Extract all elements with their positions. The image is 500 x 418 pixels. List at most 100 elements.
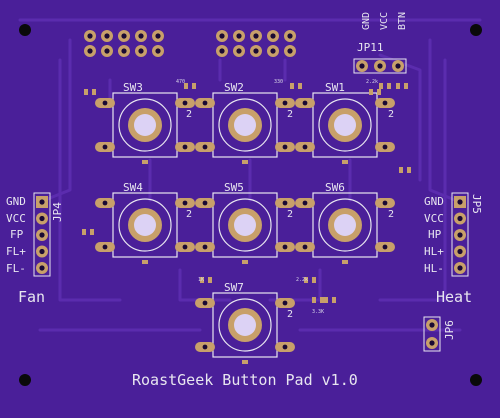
mounting-holes — [19, 24, 482, 386]
header-pad — [454, 212, 466, 225]
header-pad — [267, 30, 279, 42]
jp11-pin-btn: BTN — [397, 11, 408, 30]
switch-leg-hole — [302, 100, 308, 106]
switch-ring — [218, 298, 272, 352]
smd-component — [200, 277, 212, 283]
switch-leg-hole — [202, 200, 208, 206]
switch-leg-hole — [282, 300, 288, 306]
switch-leg-hole — [202, 300, 208, 306]
switch-leg-hole — [102, 100, 108, 106]
jp11-label: JP11 — [357, 41, 384, 54]
tactile-switch — [195, 92, 295, 164]
switch-ring — [318, 98, 372, 152]
switch-leg-hole — [102, 144, 108, 150]
switch-label-sw5: SW5 — [224, 181, 244, 194]
copper-traces — [18, 18, 482, 332]
smd-component — [184, 83, 196, 89]
switch-leg-hole — [282, 100, 288, 106]
switch-leg-hole — [182, 100, 188, 106]
switch-outline — [312, 192, 378, 258]
pin-marker: 2 — [287, 309, 294, 320]
header-pad — [36, 229, 48, 241]
smd-component — [304, 277, 316, 283]
header-pad — [233, 30, 245, 42]
header-pad — [118, 30, 130, 42]
jp5-pin-hp: HP — [428, 228, 442, 241]
switch-leg-hole — [302, 244, 308, 250]
jp6-outline — [423, 316, 441, 352]
header-pad — [36, 262, 48, 274]
pin-marker: 2 — [388, 209, 395, 220]
smd-pad — [342, 260, 348, 264]
resistor-value: 2.2k — [366, 79, 379, 85]
jp5-pin-hl-plus: HL+ — [424, 245, 444, 258]
switch-actuator — [134, 214, 156, 236]
jp4-outline — [33, 192, 51, 277]
switch-ring — [118, 198, 172, 252]
header-pad — [101, 45, 113, 57]
smd-pad — [142, 160, 148, 164]
switch-leg-hole — [382, 144, 388, 150]
tactile-switch — [195, 192, 295, 264]
switch-label-sw1: SW1 — [325, 81, 345, 94]
switch-leg-hole — [202, 344, 208, 350]
fan-group-label: Fan — [18, 288, 46, 306]
switch-leg-hole — [102, 244, 108, 250]
header-pad — [84, 45, 96, 57]
resistor-value: 1K — [198, 277, 205, 283]
switch-outline — [112, 92, 178, 158]
switch-leg-hole — [282, 344, 288, 350]
switch-leg-hole — [382, 200, 388, 206]
switch-leg-hole — [302, 200, 308, 206]
smd-component — [324, 297, 336, 303]
header-pad — [454, 196, 466, 208]
header-pad — [267, 45, 279, 57]
jp4-pin-fl-minus: FL- — [6, 262, 26, 275]
header-pad — [84, 30, 96, 42]
smd-component — [396, 83, 408, 89]
header-pad — [426, 319, 438, 331]
switch-outline — [112, 192, 178, 258]
switch-actuator — [234, 214, 256, 236]
smd-pad — [142, 260, 148, 264]
switch-outline — [212, 292, 278, 358]
switch-label-sw4: SW4 — [123, 181, 143, 194]
header-pad — [233, 45, 245, 57]
switch-leg-hole — [102, 200, 108, 206]
switch-actuator — [134, 114, 156, 136]
smd-component — [369, 89, 381, 95]
header-pad — [250, 45, 262, 57]
jp11-outline — [353, 58, 407, 74]
switch-leg-hole — [282, 200, 288, 206]
switch-leg-hole — [182, 244, 188, 250]
jp4-label: JP4 — [51, 202, 64, 222]
switch-label-sw7: SW7 — [224, 281, 244, 294]
switch-leg-hole — [382, 244, 388, 250]
smd-layer — [82, 83, 411, 303]
header-pad — [284, 30, 296, 42]
switch-outline — [212, 92, 278, 158]
pin-marker: 2 — [388, 109, 395, 120]
tactile-switch — [95, 192, 195, 264]
switch-label-sw3: SW3 — [123, 81, 143, 94]
header-pad — [152, 30, 164, 42]
switch-outline — [212, 192, 278, 258]
switch-ring — [218, 198, 272, 252]
tactile-switch — [195, 292, 295, 364]
switch-label-sw2: SW2 — [224, 81, 244, 94]
header-pad — [426, 337, 438, 349]
jp5-pin-vcc: VCC — [424, 212, 444, 225]
jp11-pin-vcc: VCC — [379, 11, 390, 30]
board-title: RoastGeek Button Pad v1.0 — [132, 371, 358, 389]
smd-component — [82, 229, 94, 235]
header-pad — [216, 30, 228, 42]
header-pad — [36, 196, 48, 208]
smd-pad — [242, 160, 248, 164]
smd-component — [84, 89, 96, 95]
smd-pad — [242, 260, 248, 264]
header-pad — [135, 45, 147, 57]
pin-marker: 2 — [186, 209, 193, 220]
jp11-pin-gnd: GND — [361, 11, 372, 30]
jp5-outline — [451, 192, 469, 277]
